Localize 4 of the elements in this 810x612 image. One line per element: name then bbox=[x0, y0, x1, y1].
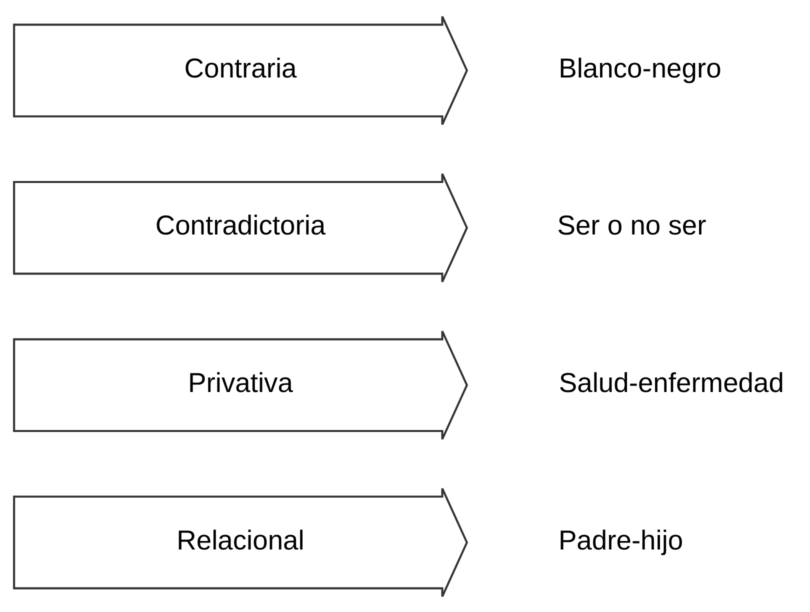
node-label: Ser o no ser bbox=[557, 209, 706, 240]
node-label: Blanco-negro bbox=[558, 52, 722, 83]
node-label: Salud-enfermedad bbox=[558, 366, 784, 398]
node-label: Padre-hijo bbox=[558, 524, 684, 555]
